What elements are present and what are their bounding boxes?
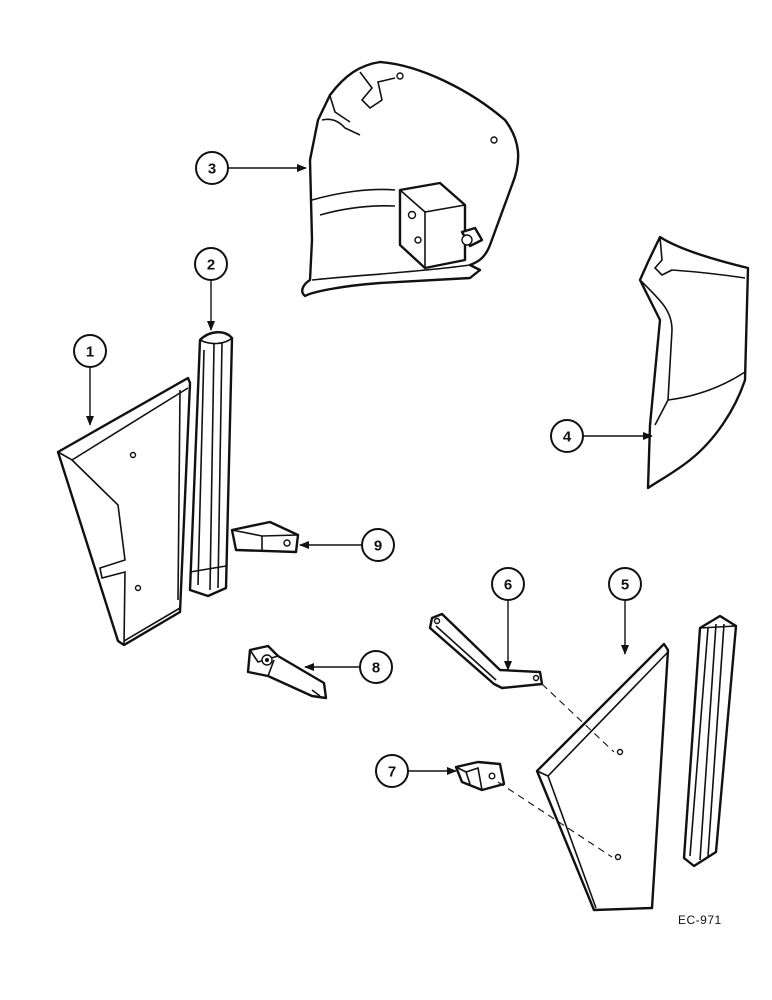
part-7-clip xyxy=(454,760,506,792)
svg-text:1: 1 xyxy=(86,344,94,361)
callout-5: 5 xyxy=(608,567,642,601)
svg-text:2: 2 xyxy=(207,257,215,274)
part-2-edge-strip xyxy=(188,331,234,598)
svg-text:4: 4 xyxy=(563,429,572,446)
leader-lines xyxy=(86,164,653,775)
callout-4: 4 xyxy=(550,419,584,453)
callout-1: 1 xyxy=(73,334,107,368)
part-4-side-shroud xyxy=(638,235,750,490)
part-6-long-bracket xyxy=(428,612,544,690)
part-9-bracket xyxy=(230,520,300,554)
assembly-lines xyxy=(497,683,615,858)
svg-text:6: 6 xyxy=(504,577,512,594)
part-8-angle-bracket xyxy=(246,644,328,700)
part-3-upper-shroud xyxy=(301,60,520,298)
svg-text:5: 5 xyxy=(621,577,629,594)
callout-2: 2 xyxy=(194,247,228,281)
part-1-side-panel xyxy=(56,376,192,647)
callout-7: 7 xyxy=(375,754,409,788)
callout-3: 3 xyxy=(195,151,229,185)
drawing-reference-code: EC-971 xyxy=(678,913,722,927)
callout-9: 9 xyxy=(361,528,395,562)
callout-6: 6 xyxy=(491,567,525,601)
svg-text:7: 7 xyxy=(388,764,396,781)
right-edge-strip xyxy=(682,614,738,868)
part-5-side-panel xyxy=(535,642,670,912)
svg-text:8: 8 xyxy=(372,660,380,677)
svg-text:9: 9 xyxy=(374,538,382,555)
svg-text:3: 3 xyxy=(208,161,216,178)
callout-8: 8 xyxy=(359,650,393,684)
